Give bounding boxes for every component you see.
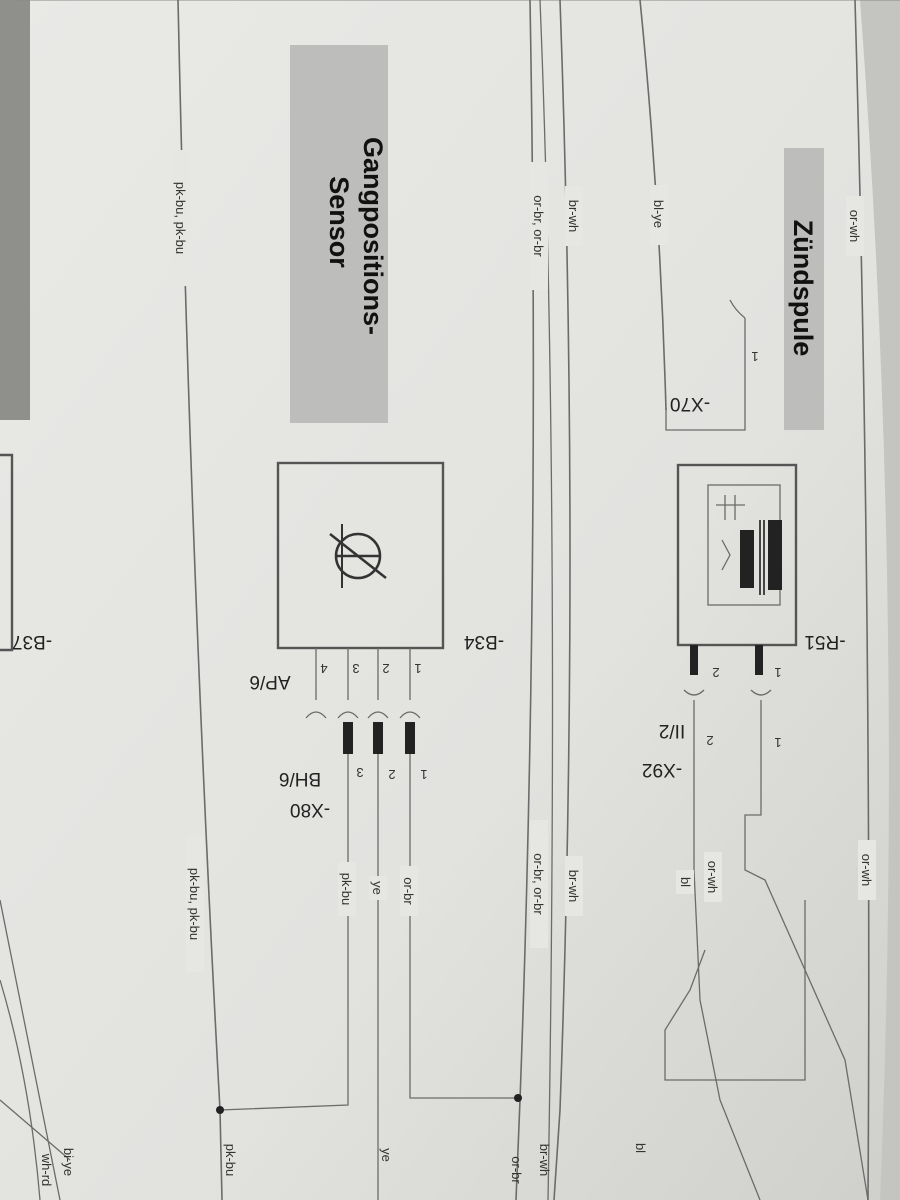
wire-x92-bl	[693, 700, 761, 1200]
junction-pk-bu	[216, 1106, 224, 1114]
gang-title-bg	[290, 45, 388, 423]
x70-outline	[665, 318, 746, 431]
label-or-wh-bottom: or-wh	[859, 854, 874, 887]
wire-x92-or-wh	[744, 700, 869, 1200]
x92-socket-1	[750, 689, 772, 696]
label-pk-bu-bottom: pk-bu, pk-bu	[187, 868, 202, 940]
label-bi-ye-edge: bi-ye	[61, 1148, 76, 1176]
x80-pin-3: 3	[356, 765, 363, 780]
x80-pin-2: 2	[388, 767, 395, 782]
x92-socket-2	[683, 689, 705, 696]
x70-label: -X70	[670, 393, 710, 414]
label-ye-x80: ye	[370, 881, 385, 895]
r51-pin-1: 1	[774, 665, 781, 680]
label-or-br-edge: or-br	[509, 1156, 524, 1184]
x80-pin-1: 1	[420, 767, 427, 782]
label-wh-rd-edge: wh-rd	[39, 1153, 54, 1187]
label-pk-bu-edge: pk-bu	[223, 1144, 238, 1177]
r51-pin-1-bar	[755, 645, 763, 675]
r51-label: -R51	[804, 631, 845, 652]
r51-pin-2: 2	[712, 665, 719, 680]
label-bg	[400, 866, 418, 916]
label-bl-mid: bl	[678, 877, 693, 887]
x80-label: -X80	[290, 799, 330, 820]
label-br-wh-bottom: br-wh	[566, 870, 581, 903]
wire-lower-left-3	[0, 1099, 71, 1161]
label-bg	[858, 840, 876, 900]
coil-secondary	[768, 520, 782, 590]
x92-pin-1: 1	[774, 735, 781, 750]
label-bg	[650, 185, 668, 245]
x92-pin-2: 2	[706, 733, 713, 748]
x92-label: -X92	[642, 759, 682, 780]
wire-or-wh-outer	[854, 0, 870, 1200]
label-bg	[565, 856, 583, 916]
sensor-symbol	[329, 524, 387, 588]
label-pk-bu-top: pk-bu, pk-bu	[173, 182, 188, 254]
x80-sockets	[305, 711, 421, 719]
label-or-br-bottom: or-br, or-br	[531, 853, 546, 915]
r51-box	[676, 463, 798, 647]
wire-lower-left-1	[0, 899, 61, 1200]
coil-arrows	[716, 495, 745, 571]
x70-pin-1: 1	[751, 349, 758, 364]
label-bg	[704, 852, 722, 902]
x80-pin-1-bar	[405, 722, 415, 754]
label-br-wh-top: br-wh	[566, 200, 581, 233]
b34-pin-2: 2	[382, 661, 389, 676]
label-or-wh-top: or-wh	[847, 210, 862, 243]
page-curl-shadow	[860, 0, 900, 1200]
left-gray-bar	[0, 0, 30, 420]
label-bl-ye: bl-ye	[651, 200, 666, 228]
gang-title-line2: Sensor	[324, 176, 354, 268]
b34-label: -B34	[464, 631, 505, 652]
x70-socket	[729, 299, 746, 319]
label-bg	[530, 820, 548, 948]
wire-faint-line	[539, 0, 554, 1200]
label-ye-edge: ye	[379, 1148, 394, 1162]
label-bg	[530, 162, 548, 290]
b34-pin-1: 1	[414, 661, 421, 676]
r51-pin-2-bar	[690, 645, 698, 675]
junction-or-br	[514, 1094, 522, 1102]
label-br-wh-edge: br-wh	[537, 1144, 552, 1177]
coil-primary	[740, 530, 754, 588]
x80-pin-label: BH/6	[279, 768, 321, 789]
label-bg	[565, 186, 583, 246]
x92-pin-label: II/2	[659, 720, 685, 741]
wire-lower-left-2	[0, 979, 41, 1200]
label-or-br-x80: or-br	[401, 877, 416, 905]
label-bg	[846, 196, 864, 256]
label-bl-edge: bl	[633, 1143, 648, 1153]
zuendspule-title: Zündspule	[788, 220, 818, 357]
b37-label: -B37	[12, 631, 52, 652]
label-bg	[676, 870, 694, 894]
zuendspule-title-bg	[784, 148, 824, 430]
gang-title-line1: Gangpositions-	[358, 137, 388, 335]
label-bg	[338, 862, 356, 916]
b34-pin-4: 4	[320, 661, 327, 676]
wire-bl-bend	[664, 900, 806, 1081]
b34-box	[276, 461, 445, 650]
label-bg	[369, 876, 387, 900]
b34-pin-lines	[315, 648, 411, 700]
label-bg	[172, 150, 190, 286]
x80-pin-3-bar	[343, 722, 353, 754]
label-or-wh-mid: or-wh	[705, 861, 720, 894]
label-or-br-top: or-br, or-br	[531, 195, 546, 257]
x80-pin-2-bar	[373, 722, 383, 754]
b37-box-edge	[0, 453, 14, 652]
label-bg	[186, 836, 204, 972]
b34-pin-3: 3	[352, 661, 359, 676]
label-pk-bu-x80: pk-bu	[339, 873, 354, 906]
b34-pin-label: AP/6	[249, 671, 290, 692]
wire-br-wh	[553, 0, 571, 1200]
